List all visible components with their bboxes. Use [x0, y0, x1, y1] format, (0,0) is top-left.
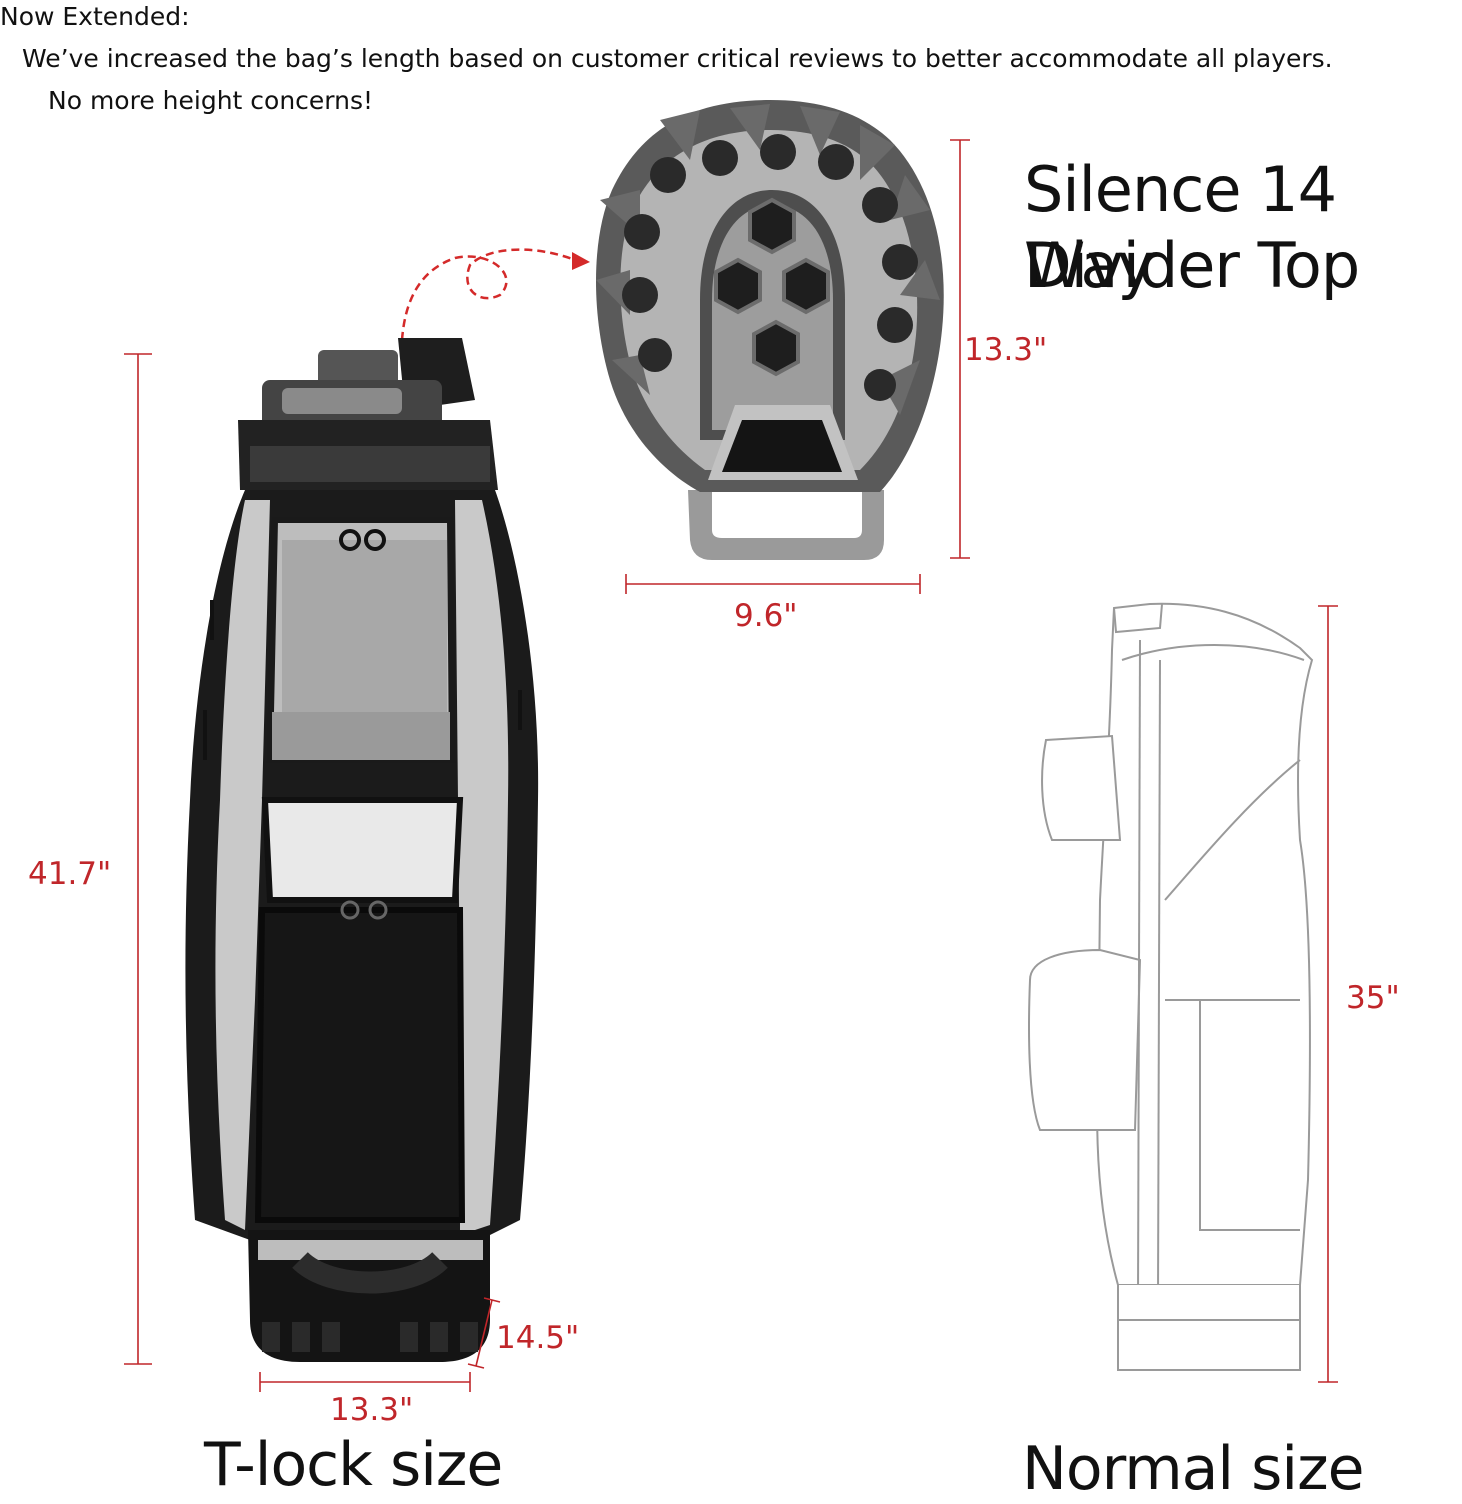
connector-arrow [400, 248, 590, 341]
intro-line-2: We’ve increased the bag’s length based o… [22, 44, 1333, 73]
intro-line-1: Now Extended: [0, 2, 190, 31]
divider-title-line-2: Divider Top [1024, 229, 1360, 302]
divider-width-label: 9.6" [734, 598, 798, 634]
divider-dimension-lines [625, 139, 970, 594]
tlock-size-caption: T-lock size [204, 1430, 503, 1500]
tlock-depth-label: 14.5" [496, 1320, 580, 1356]
intro-line-3: No more height concerns! [48, 86, 374, 115]
tlock-bag-image [185, 338, 539, 1362]
divider-title-line-1: Silence 14 Way [1024, 153, 1337, 302]
normal-dimension-lines [1318, 605, 1338, 1383]
divider-height-label: 13.3" [964, 332, 1048, 368]
normal-bag-outline [1028, 602, 1314, 1371]
normal-size-caption: Normal size [1022, 1434, 1364, 1504]
tlock-dimension-lines [124, 353, 501, 1392]
normal-height-label: 35" [1346, 980, 1400, 1016]
tlock-width-label: 13.3" [330, 1392, 414, 1428]
tlock-height-label: 41.7" [28, 856, 112, 892]
divider-top-image [596, 100, 944, 560]
